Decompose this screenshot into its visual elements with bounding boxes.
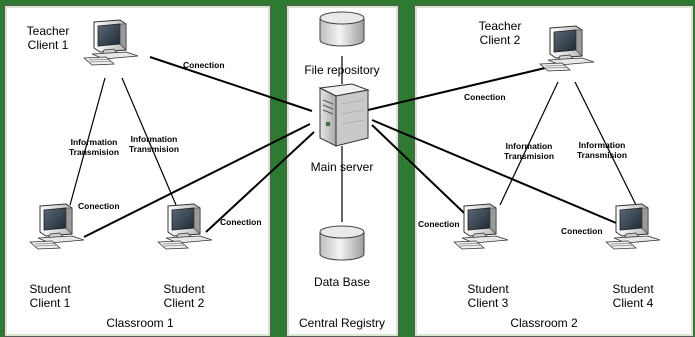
info-transmision-label-4: Information Transmision: [570, 140, 634, 160]
teacher-client-1-computer-icon: [83, 19, 139, 66]
classroom-1-label: Classroom 1: [106, 316, 174, 330]
connection-lines: [83, 56, 629, 238]
student-client-4-line2: Client 4: [612, 296, 654, 310]
info-transmision-label-1: Information Transmision: [62, 137, 126, 157]
info-line2: Transmision: [503, 151, 555, 161]
main-server-label: Main server: [310, 160, 374, 174]
conection-label-student3: Conection: [418, 219, 460, 229]
student-client-2-line2: Client 2: [163, 296, 205, 310]
central-registry-label: Central Registry: [298, 316, 386, 330]
info-line2: Transmision: [68, 147, 120, 157]
info-line2: Transmision: [128, 144, 180, 154]
student-client-1-computer-icon: [29, 203, 85, 250]
file-repository-database-icon: [319, 11, 365, 47]
student-client-4-computer-icon: [605, 203, 661, 250]
teacher-client-1-line2: Client 1: [27, 38, 69, 52]
student-client-3-label: Student Client 3: [458, 282, 518, 310]
student-client-3-line1: Student: [467, 282, 509, 296]
student-client-1-label: Student Client 1: [20, 282, 80, 310]
conection-label-teacher2: Conection: [464, 92, 506, 102]
teacher-client-1-line1: Teacher: [26, 24, 70, 38]
panel-classroom-1: [4, 5, 271, 337]
info-transmision-label-3: Information Transmision: [497, 141, 561, 161]
info-transmision-label-2: Information Transmision: [122, 134, 186, 154]
student-client-1-line1: Student: [29, 282, 71, 296]
student-client-4-line1: Student: [612, 282, 654, 296]
data-base-label: Data Base: [313, 275, 371, 289]
conection-label-student1: Conection: [78, 201, 120, 211]
info-line2: Transmision: [576, 150, 628, 160]
data-base-database-icon: [319, 225, 365, 261]
conection-label-teacher1: Conection: [183, 60, 225, 70]
info-line1: Information: [130, 134, 178, 144]
teacher-client-2-line1: Teacher: [478, 19, 522, 33]
teacher-client-2-label: Teacher Client 2: [470, 19, 530, 47]
teacher-client-2-computer-icon: [539, 25, 595, 72]
info-line1: Information: [70, 137, 118, 147]
student-client-2-line1: Student: [163, 282, 205, 296]
conection-label-student2: Conection: [220, 217, 262, 227]
conection-label-student4: Conection: [561, 226, 603, 236]
student-client-1-line2: Client 1: [29, 296, 71, 310]
teacher-client-1-label: Teacher Client 1: [18, 24, 78, 52]
file-repository-label: File repository: [304, 63, 380, 77]
classroom-2-label: Classroom 2: [510, 316, 578, 330]
teacher-client-2-line2: Client 2: [479, 33, 521, 47]
student-client-2-computer-icon: [157, 203, 213, 250]
server-icon: [318, 83, 370, 147]
info-line1: Information: [505, 141, 553, 151]
info-line1: Information: [578, 140, 626, 150]
student-client-4-label: Student Client 4: [603, 282, 663, 310]
student-client-2-label: Student Client 2: [154, 282, 214, 310]
student-client-3-line2: Client 3: [467, 296, 509, 310]
information-lines: [69, 56, 637, 222]
